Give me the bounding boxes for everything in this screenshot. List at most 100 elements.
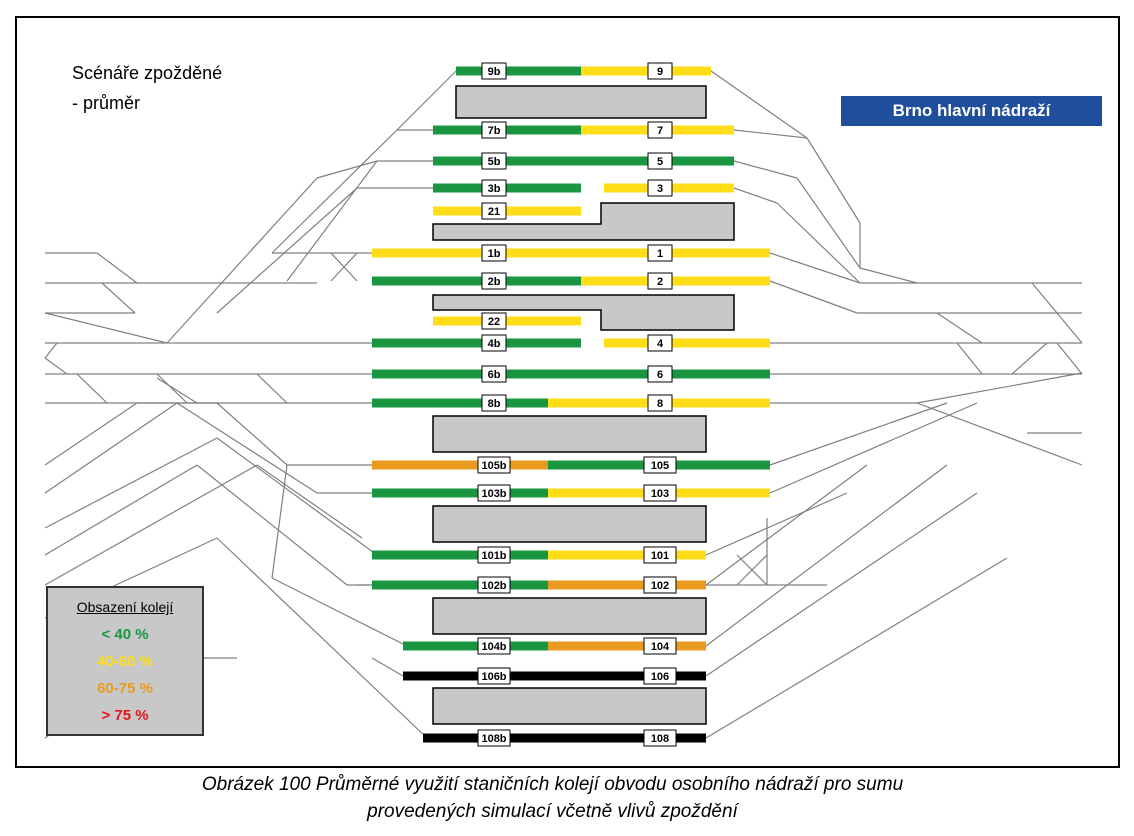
track-label-106b: 106b — [477, 667, 511, 685]
connector-line — [796, 177, 861, 269]
connector-line — [216, 437, 378, 556]
track-label-1b-text: 1b — [488, 248, 501, 260]
connector-line — [1031, 282, 1083, 344]
connector-line — [710, 70, 808, 139]
connector-line — [44, 464, 198, 556]
track-label-1b: 1b — [481, 244, 507, 262]
connector-line — [936, 312, 983, 344]
connector-line — [916, 372, 1083, 404]
track-label-103-text: 103 — [651, 488, 669, 500]
track-label-5-box — [647, 152, 673, 170]
legend-item-yellow: 40-60 % — [97, 653, 153, 670]
legend-title: Obsazení kolejí — [76, 599, 174, 615]
legend-item-red: > 75 % — [101, 707, 149, 724]
track-label-21-text: 21 — [488, 206, 500, 218]
connector-line — [156, 377, 198, 404]
connector-line — [769, 402, 948, 466]
track-label-6b: 6b — [481, 365, 507, 383]
track-label-8b: 8b — [481, 394, 507, 412]
caption-line-2: provedených simulací včetně vlivů zpoždě… — [367, 801, 738, 822]
station-name-badge: Brno hlavní nádraží — [841, 96, 1102, 126]
track-label-2-text: 2 — [657, 276, 663, 288]
connector-line — [286, 160, 378, 282]
track-label-9b-box — [481, 62, 507, 80]
track-label-104b: 104b — [477, 637, 511, 655]
track-label-1-text: 1 — [657, 248, 663, 260]
connector-line — [769, 280, 858, 314]
connector-line — [705, 464, 948, 647]
track-label-102-box — [643, 576, 677, 594]
track-label-103-box — [643, 484, 677, 502]
connector-line — [96, 252, 138, 284]
track-label-5b: 5b — [481, 152, 507, 170]
track-label-101b-text: 101b — [481, 550, 506, 562]
track-label-7b-box — [481, 121, 507, 139]
track-label-9b: 9b — [481, 62, 507, 80]
caption-line-1: Obrázek 100 Průměrné využití staničních … — [201, 774, 904, 795]
track-label-22-text: 22 — [488, 316, 500, 328]
track-label-102-text: 102 — [651, 580, 669, 592]
connector-line — [101, 282, 136, 314]
track-label-103: 103 — [643, 484, 677, 502]
track-label-21: 21 — [481, 202, 507, 220]
connector-line — [776, 202, 861, 284]
connector-line — [330, 252, 358, 282]
track-label-21-box — [481, 202, 507, 220]
track-label-102b: 102b — [477, 576, 511, 594]
connector-line — [705, 464, 868, 586]
track-label-4b-text: 4b — [488, 338, 501, 350]
track-label-105: 105 — [643, 456, 677, 474]
platform-5 — [432, 505, 707, 543]
connector-line — [316, 160, 378, 179]
track-label-6b-text: 6b — [488, 369, 501, 381]
track-label-108-text: 108 — [651, 733, 669, 745]
connector-line — [176, 402, 318, 494]
connector-line — [156, 373, 188, 404]
track-label-22: 22 — [481, 312, 507, 330]
connector-line — [705, 492, 848, 556]
track-label-105b: 105b — [477, 456, 511, 474]
track-label-6: 6 — [647, 365, 673, 383]
connector-line — [396, 70, 457, 131]
track-label-4b-box — [481, 334, 507, 352]
track-label-7b: 7b — [481, 121, 507, 139]
track-label-4-text: 4 — [657, 338, 664, 350]
track-label-3: 3 — [647, 179, 673, 197]
track-label-106-text: 106 — [651, 671, 669, 683]
track-label-5b-text: 5b — [488, 156, 501, 168]
occupancy-legend: Obsazení kolejí < 40 % 40-60 % 60-75 % >… — [46, 586, 204, 736]
track-label-7-box — [647, 121, 673, 139]
connecting-lines — [44, 70, 1083, 739]
connector-line — [1011, 342, 1048, 375]
track-label-9-box — [647, 62, 673, 80]
platform-7 — [432, 687, 707, 725]
track-label-102b-box — [477, 576, 511, 594]
connector-line — [271, 464, 288, 579]
track-label-105b-box — [477, 456, 511, 474]
connector-line — [705, 557, 1008, 739]
track-label-5: 5 — [647, 152, 673, 170]
connector-line — [733, 187, 778, 204]
track-label-106: 106 — [643, 667, 677, 685]
track-label-101: 101 — [643, 546, 677, 564]
track-label-4b: 4b — [481, 334, 507, 352]
track-label-8-box — [647, 394, 673, 412]
connector-line — [216, 537, 428, 739]
connector-line — [44, 402, 138, 466]
platform-3 — [432, 294, 735, 331]
track-label-2b-box — [481, 272, 507, 290]
platform-1 — [455, 85, 707, 119]
connector-line — [196, 464, 348, 586]
track-label-3b-box — [481, 179, 507, 197]
track-label-101b: 101b — [477, 546, 511, 564]
platform-4 — [432, 415, 707, 453]
connector-line — [1056, 342, 1083, 375]
track-label-105-text: 105 — [651, 460, 669, 472]
track-segments — [372, 66, 770, 743]
track-label-8-text: 8 — [657, 398, 663, 410]
scenario-line-2: - průměr — [72, 93, 141, 113]
track-label-9: 9 — [647, 62, 673, 80]
